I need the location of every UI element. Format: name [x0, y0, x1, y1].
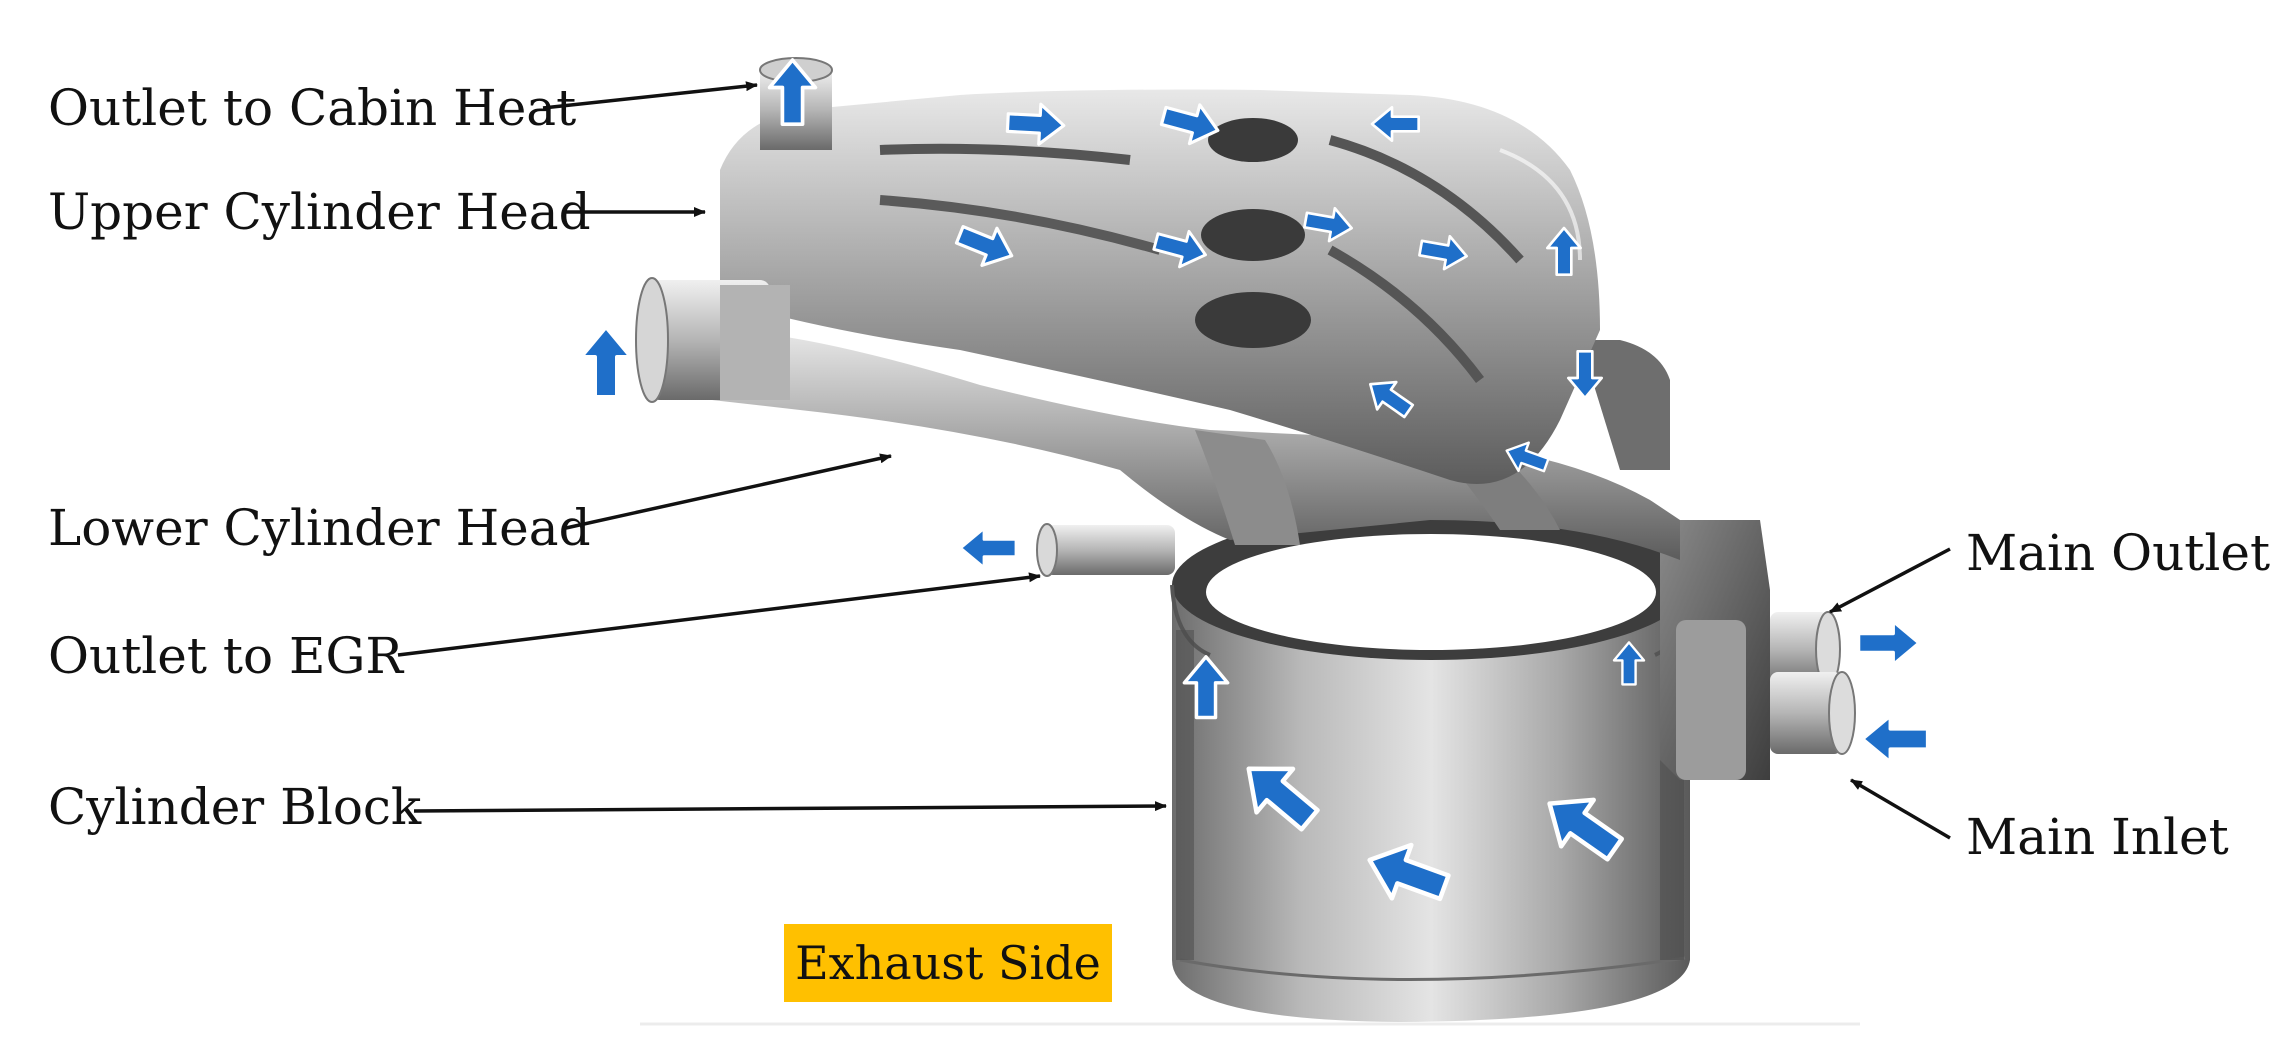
leader-main-outlet — [1829, 547, 1951, 614]
label-cylinder-block: Cylinder Block — [48, 778, 422, 836]
leader-main-inlet — [1850, 778, 1951, 840]
main-port-housing — [1660, 520, 1856, 780]
label-main-outlet: Main Outlet — [1966, 524, 2271, 582]
engine-model — [635, 57, 1860, 1026]
label-lower-cylinder-head: Lower Cylinder Head — [48, 499, 591, 557]
leader-lines — [397, 81, 1951, 840]
leader-block — [413, 801, 1167, 813]
label-outlet-egr: Outlet to EGR — [48, 627, 404, 685]
egr-pipe-shape — [1036, 523, 1175, 577]
flow-arrow-icon — [1862, 716, 1927, 763]
label-main-inlet: Main Inlet — [1966, 808, 2229, 866]
flow-arrow-icon — [1859, 621, 1920, 664]
exhaust-side-label: Exhaust Side — [784, 924, 1112, 1002]
left-inlet-pipe-shape — [635, 277, 790, 403]
leader-cabin-heat — [542, 81, 758, 110]
lower-cylinder-head-shape — [712, 330, 1680, 560]
leader-lower-head — [565, 453, 892, 530]
flow-arrow-icon — [579, 325, 633, 399]
flow-arrow-icon — [960, 528, 1016, 568]
cylinder-block-shape — [1170, 510, 1692, 1022]
leader-egr — [397, 572, 1041, 657]
label-outlet-cabin-heat: Outlet to Cabin Heat — [48, 79, 577, 137]
label-upper-cylinder-head: Upper Cylinder Head — [48, 183, 591, 241]
